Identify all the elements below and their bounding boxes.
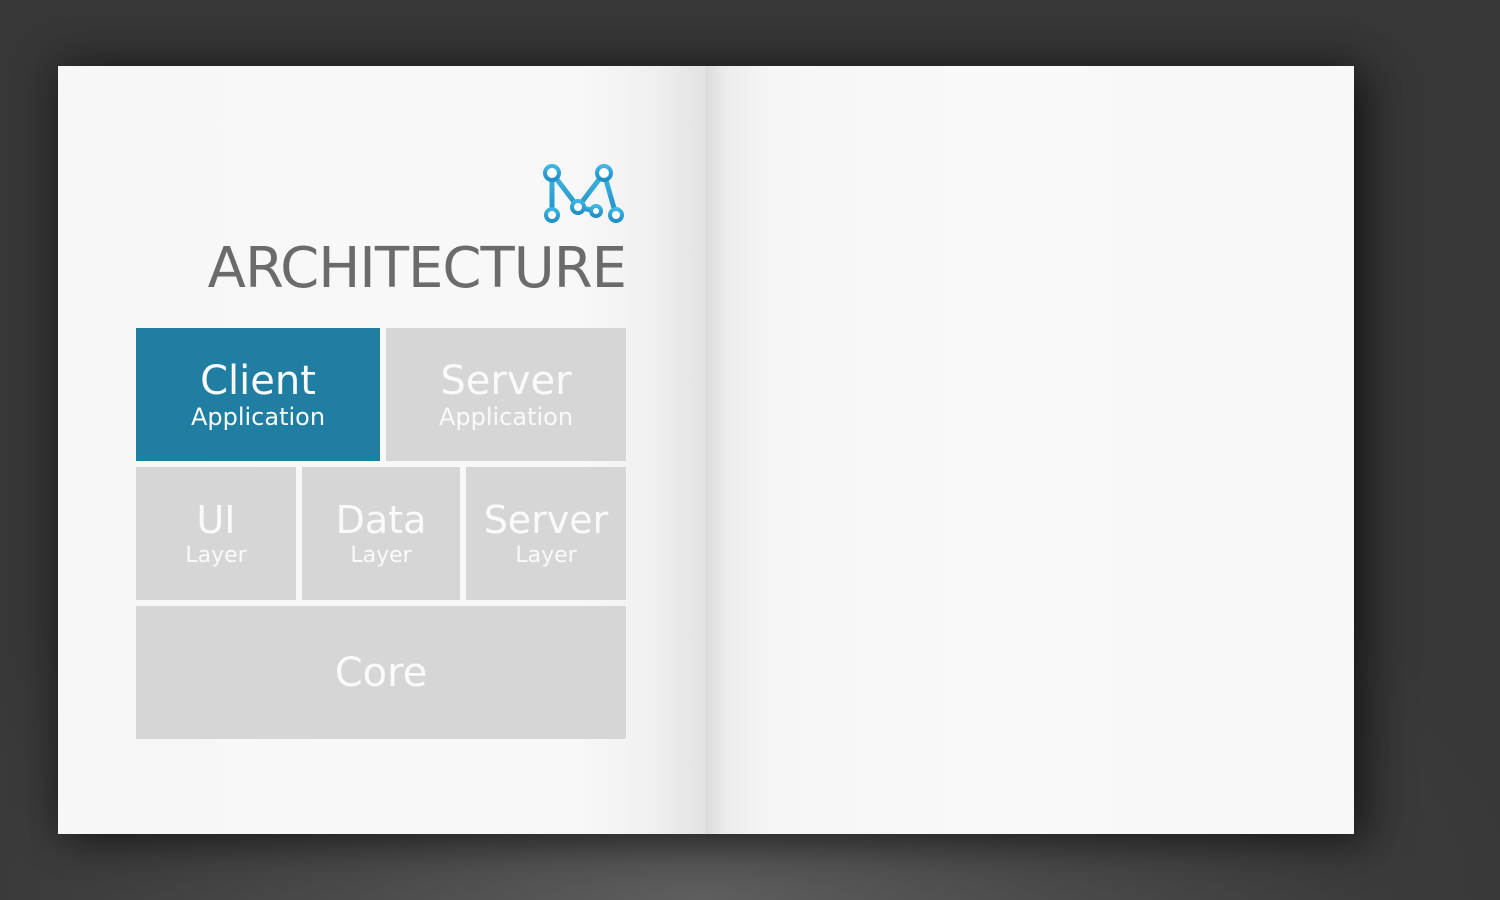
- tile-ui-layer: UI Layer: [136, 467, 296, 600]
- tile-sublabel: Layer: [185, 542, 247, 568]
- tile-core: Core: [136, 606, 626, 739]
- open-book: ARCHITECTURE Client Application Server A…: [58, 66, 1354, 834]
- right-page: [706, 66, 1354, 834]
- tile-sublabel: Layer: [350, 542, 412, 568]
- tile-server-application: Server Application: [386, 328, 626, 461]
- tile-sublabel: Application: [438, 402, 574, 431]
- tile-client-application: Client Application: [136, 328, 380, 461]
- tile-label: Server: [483, 497, 609, 542]
- tile-sublabel: Layer: [515, 542, 577, 568]
- tile-sublabel: Application: [190, 402, 326, 431]
- tile-label: Client: [200, 357, 316, 404]
- tile-label: UI: [196, 497, 236, 542]
- page-title: ARCHITECTURE: [207, 236, 627, 301]
- left-page: ARCHITECTURE Client Application Server A…: [58, 66, 706, 834]
- tile-data-layer: Data Layer: [302, 467, 460, 600]
- m-network-logo-icon: [543, 164, 624, 223]
- tile-label: Server: [440, 357, 572, 404]
- tile-server-layer: Server Layer: [466, 467, 626, 600]
- tile-label: Core: [334, 649, 428, 696]
- tile-label: Data: [335, 497, 427, 542]
